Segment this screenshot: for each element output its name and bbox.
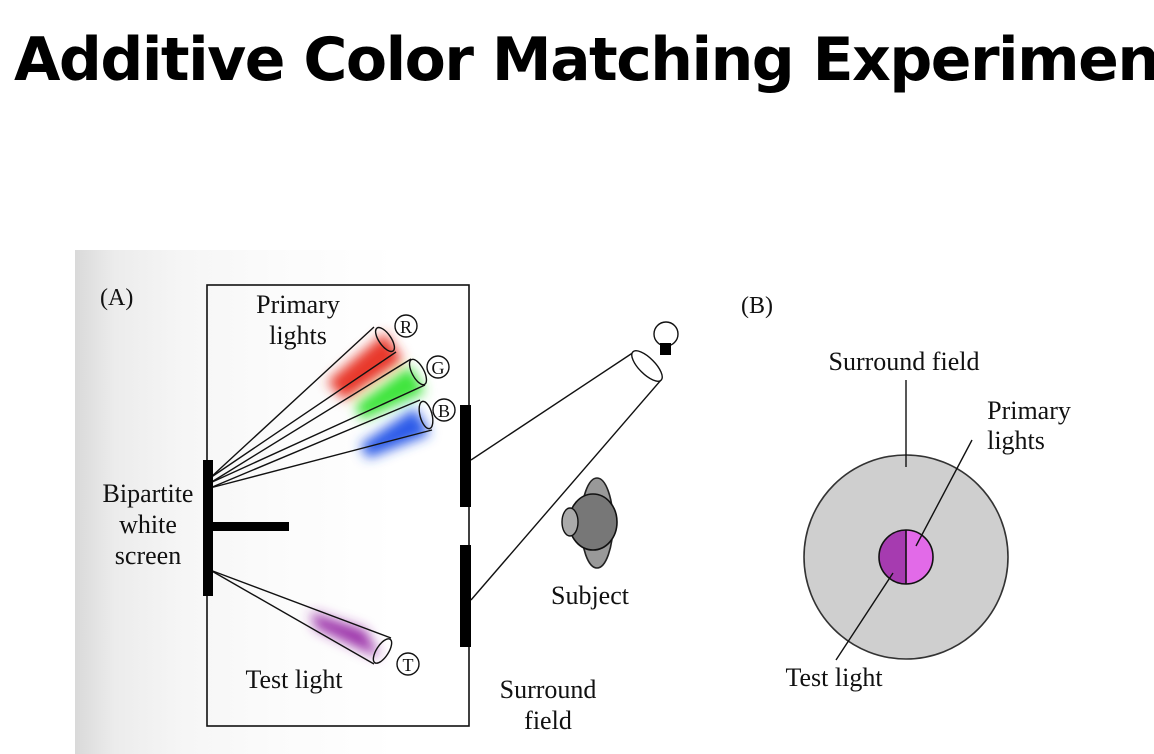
screen-divider	[210, 522, 289, 531]
test-light-b-label: Test light	[785, 663, 883, 692]
violet-light-glow	[310, 612, 380, 658]
g-source-marker	[426, 355, 450, 379]
blue-projector: B	[209, 398, 456, 489]
r-source-marker	[394, 314, 418, 338]
surround-field-b-label: Surround field	[829, 347, 980, 376]
aperture-bar-bottom	[460, 545, 471, 647]
b-source-marker	[432, 398, 456, 422]
panel-a: (A) R G	[100, 284, 679, 735]
subject-head-icon	[561, 477, 618, 569]
test-light-label: Test light	[245, 665, 343, 694]
primary-lights-half	[906, 530, 933, 584]
b-source-label: B	[438, 401, 450, 421]
screen-label-line2: white	[119, 510, 177, 539]
test-light-projector: T	[209, 569, 420, 676]
primary-lights-label-line2: lights	[269, 321, 327, 350]
t-source-label: T	[403, 655, 414, 675]
surround-lamp	[470, 321, 679, 601]
primary-lights-b-label-line2: lights	[987, 426, 1045, 455]
test-leader-line	[835, 572, 894, 661]
screen-label-line1: Bipartite	[103, 479, 194, 508]
panel-b-label: (B)	[741, 293, 773, 319]
green-light-glow	[355, 366, 425, 420]
surround-field-label-line1: Surround	[500, 675, 597, 704]
red-light-glow	[327, 333, 403, 400]
page-title: Additive Color Matching Experiment	[14, 25, 1154, 95]
screen-label-line3: screen	[115, 541, 181, 570]
aperture-bar-top	[460, 405, 471, 507]
r-source-label: R	[400, 317, 412, 337]
light-bulb-icon	[653, 321, 679, 347]
enclosure-box	[206, 284, 470, 727]
primary-leader-line	[915, 439, 973, 547]
primary-lights-label-line1: Primary	[256, 290, 340, 319]
t-source-marker	[396, 652, 420, 676]
subject-label: Subject	[551, 581, 630, 610]
bipartite-screen	[203, 460, 213, 596]
panel-b: (B) Surround field Primary lights Test l…	[741, 293, 1071, 692]
red-projector: R	[209, 314, 418, 479]
panel-a-label: (A)	[100, 285, 133, 311]
g-source-label: G	[432, 358, 445, 378]
primary-lights-b-label-line1: Primary	[987, 396, 1071, 425]
green-projector: G	[209, 355, 450, 484]
surround-field-label-line2: field	[524, 706, 572, 735]
blue-light-glow	[360, 408, 430, 458]
test-light-half	[879, 530, 906, 584]
